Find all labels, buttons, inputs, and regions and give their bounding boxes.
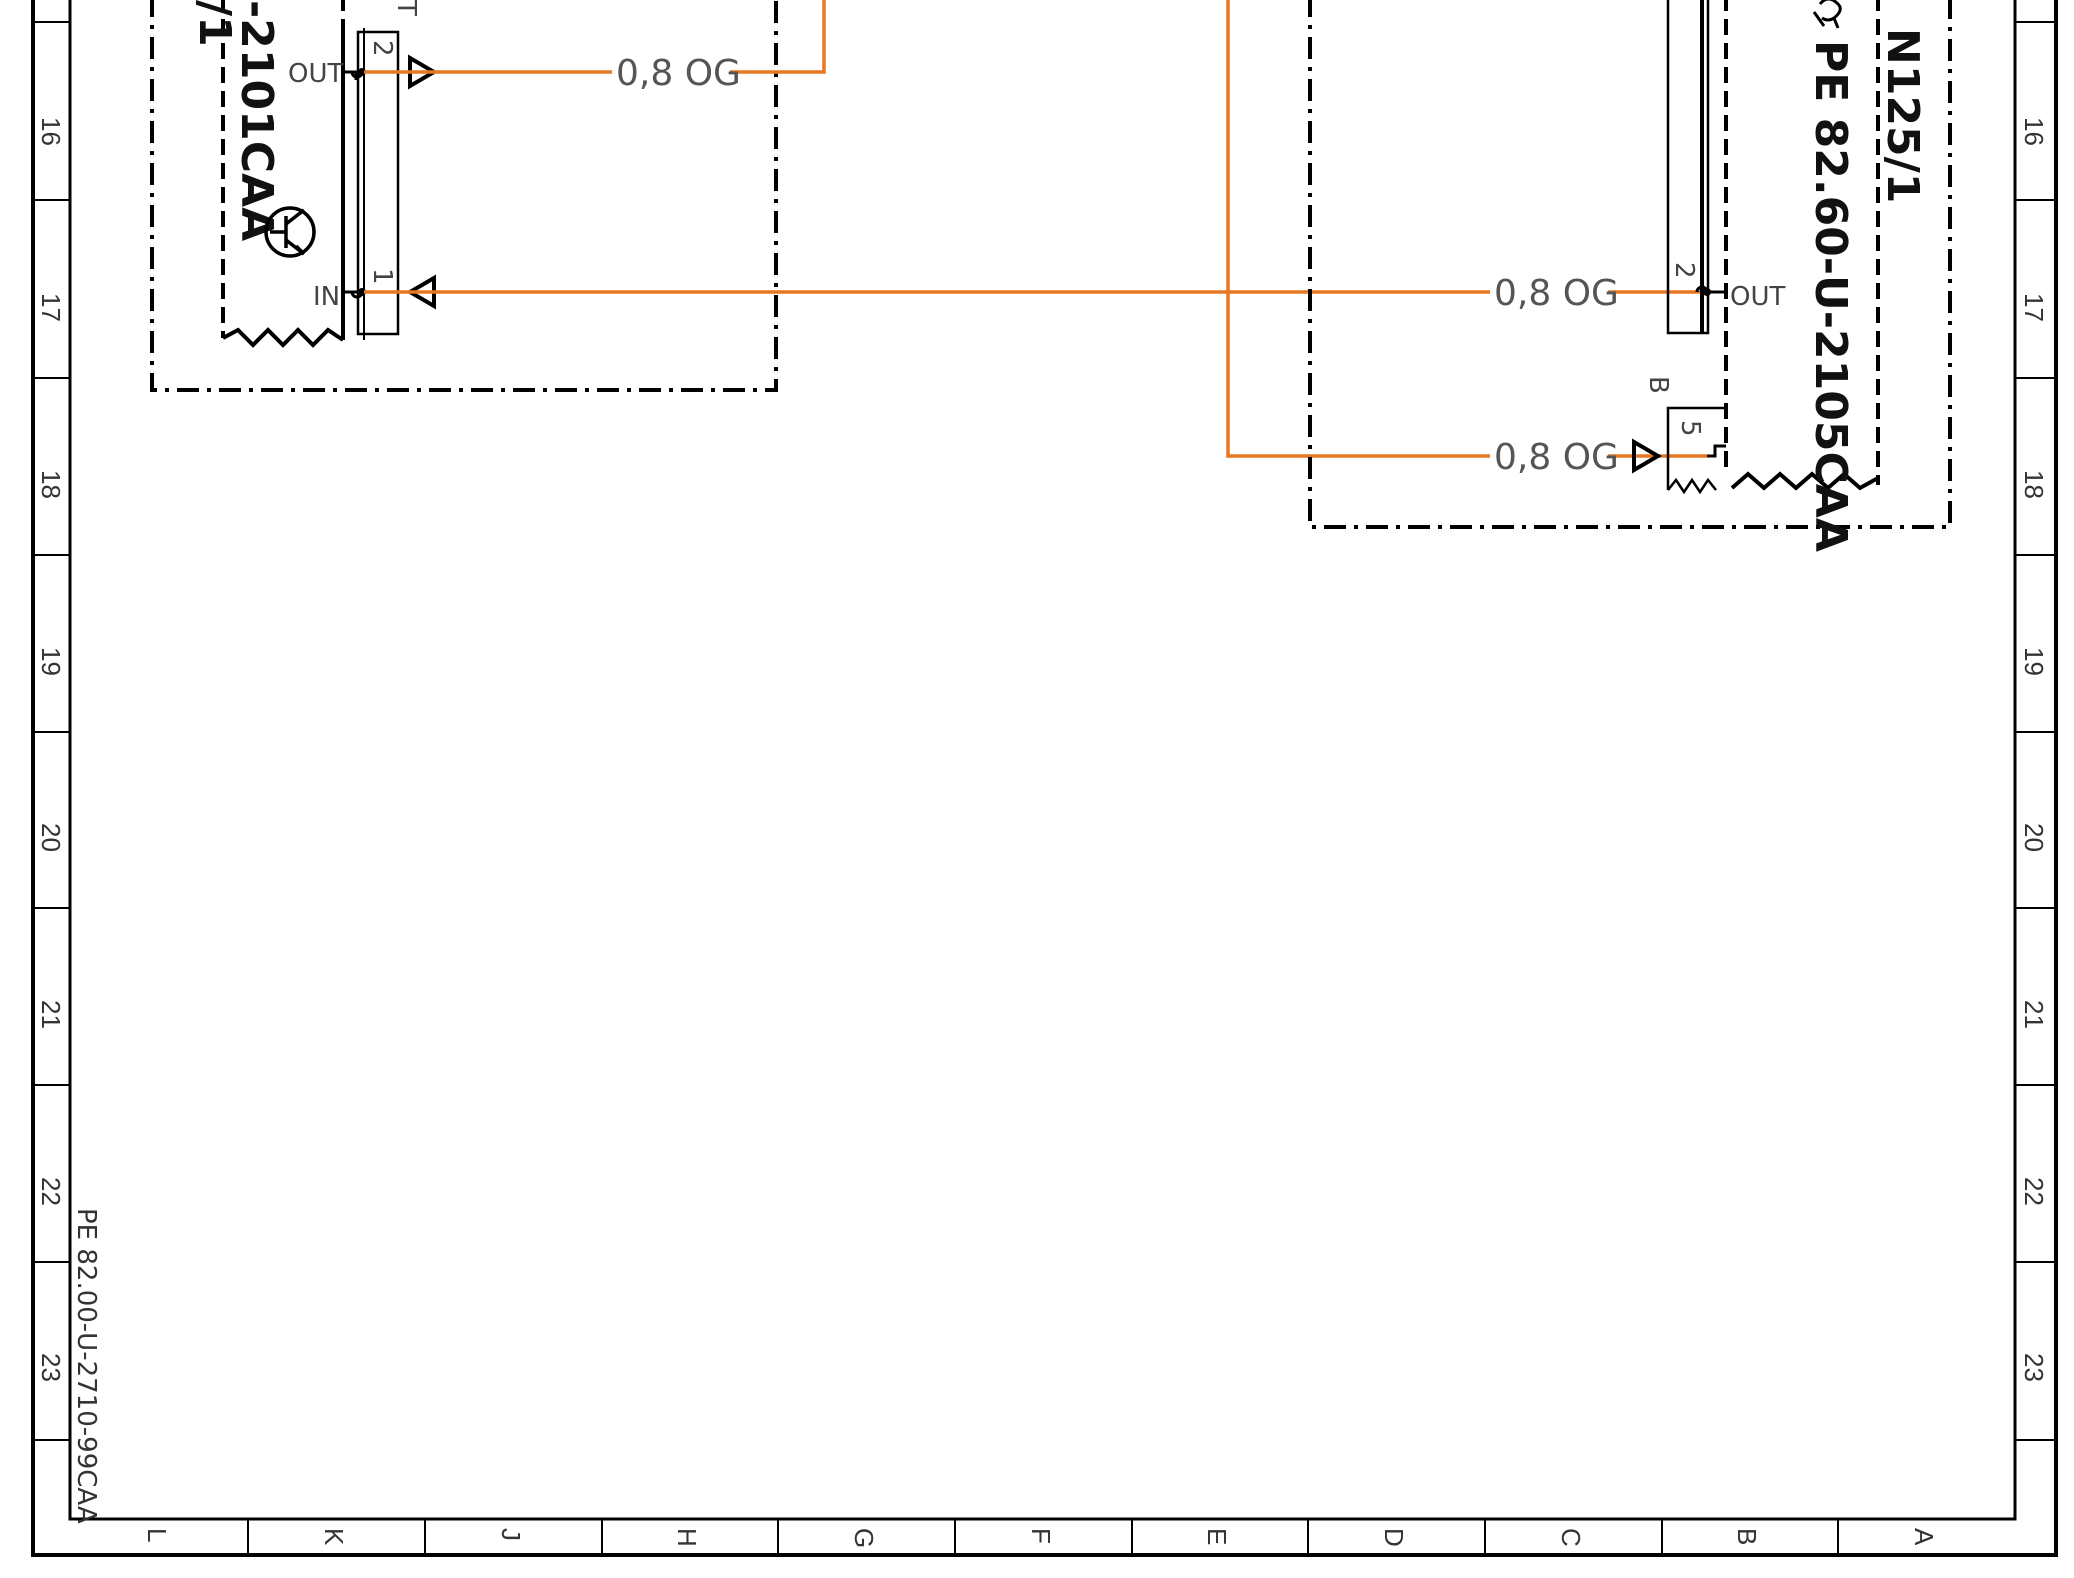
- wire-label: 0,8 OG: [616, 53, 741, 94]
- left-pin-number-1: 1: [367, 268, 397, 285]
- right-connector-b-label: B: [1643, 376, 1673, 394]
- row-label: 17: [36, 293, 66, 322]
- column-label: D: [1379, 1528, 1409, 1547]
- row-label: 21: [36, 1000, 66, 1029]
- right-pin-number-2: 2: [1669, 262, 1699, 279]
- right-module-boundary: [1308, 0, 1952, 529]
- right-pin-5-terminal: [1707, 444, 1726, 458]
- wire-segment: [1226, 0, 1490, 458]
- right-module-id: N125/1: [1877, 28, 1928, 203]
- right-connector: [1666, 0, 1710, 335]
- row-labels-left: 16 17 18 19 20 21 22 23: [36, 117, 66, 1382]
- right-out-label: OUT: [1730, 282, 1785, 312]
- left-pin-1-dot: [358, 288, 366, 296]
- row-ticks: [33, 21, 2056, 1441]
- column-ticks: [247, 1519, 1839, 1555]
- row-label: 20: [36, 823, 66, 852]
- left-module-code: -2101CAA: [231, 0, 282, 241]
- right-module-ref: PE 82.60-U-2105CAA: [1805, 40, 1856, 552]
- left-out-label: OUT: [288, 59, 343, 89]
- transistor-icon: [264, 206, 316, 258]
- column-labels: L K J H G F E D C B A: [142, 1528, 1939, 1548]
- row-label: 18: [36, 470, 66, 499]
- row-label: 23: [36, 1353, 66, 1382]
- left-top-fragment: T: [391, 0, 421, 16]
- right-pin-5-arrow: [1632, 438, 1662, 474]
- right-break-line: [1730, 471, 1879, 491]
- left-pin-number-2: 2: [367, 40, 397, 57]
- column-label: F: [1026, 1528, 1056, 1544]
- column-label: C: [1556, 1528, 1586, 1547]
- row-label: 16: [2019, 117, 2049, 146]
- column-label: E: [1202, 1528, 1232, 1545]
- row-label: 19: [2019, 647, 2049, 676]
- column-label: B: [1732, 1528, 1762, 1545]
- right-pin-number-5: 5: [1675, 420, 1705, 437]
- left-module: 2 OUT 1 IN T -2101CAA /1: [150, 0, 778, 392]
- left-break-line: [222, 327, 345, 348]
- column-label: K: [319, 1528, 349, 1546]
- row-label: 21: [2019, 1000, 2049, 1029]
- outer-frame: [31, 0, 2058, 1557]
- left-in-label: IN: [313, 282, 340, 312]
- right-pin-2-dot: [1703, 288, 1711, 296]
- right-connector-b: [1666, 406, 1726, 470]
- column-label: L: [142, 1528, 172, 1542]
- left-connector: [356, 30, 400, 336]
- right-component-boundary: [1724, 0, 1880, 485]
- sheet-reference: PE 82.00-U-2710-99CAA: [71, 1208, 101, 1524]
- inner-frame: [68, 0, 2017, 1521]
- right-module: 2 OUT B 5 N125/1 PE 82.60-U-2105CAA: [1308, 0, 1952, 552]
- column-label: J: [496, 1528, 526, 1541]
- row-label: 22: [2019, 1177, 2049, 1206]
- row-label: 17: [2019, 293, 2049, 322]
- right-connector-b-break: [1667, 477, 1717, 495]
- row-label: 16: [36, 117, 66, 146]
- left-pin-2-dot: [358, 68, 366, 76]
- column-label: G: [849, 1528, 879, 1548]
- column-label: A: [1909, 1528, 1939, 1546]
- row-label: 18: [2019, 470, 2049, 499]
- row-label: 23: [2019, 1353, 2049, 1382]
- column-label: H: [672, 1528, 702, 1547]
- reference-hand-icon: [1812, 0, 1842, 29]
- left-module-fragment: /1: [189, 0, 240, 47]
- wire-segment: [730, 0, 826, 74]
- wire-label: 0,8 OG: [1494, 273, 1619, 314]
- row-labels-right: 16 17 18 19 20 21 22 23: [2019, 117, 2049, 1382]
- row-label: 22: [36, 1177, 66, 1206]
- left-pin-1-terminal: [341, 290, 370, 306]
- wires: [364, 0, 1707, 458]
- wire-label: 0,8 OG: [1494, 437, 1619, 478]
- row-label: 19: [36, 647, 66, 676]
- row-label: 20: [2019, 823, 2049, 852]
